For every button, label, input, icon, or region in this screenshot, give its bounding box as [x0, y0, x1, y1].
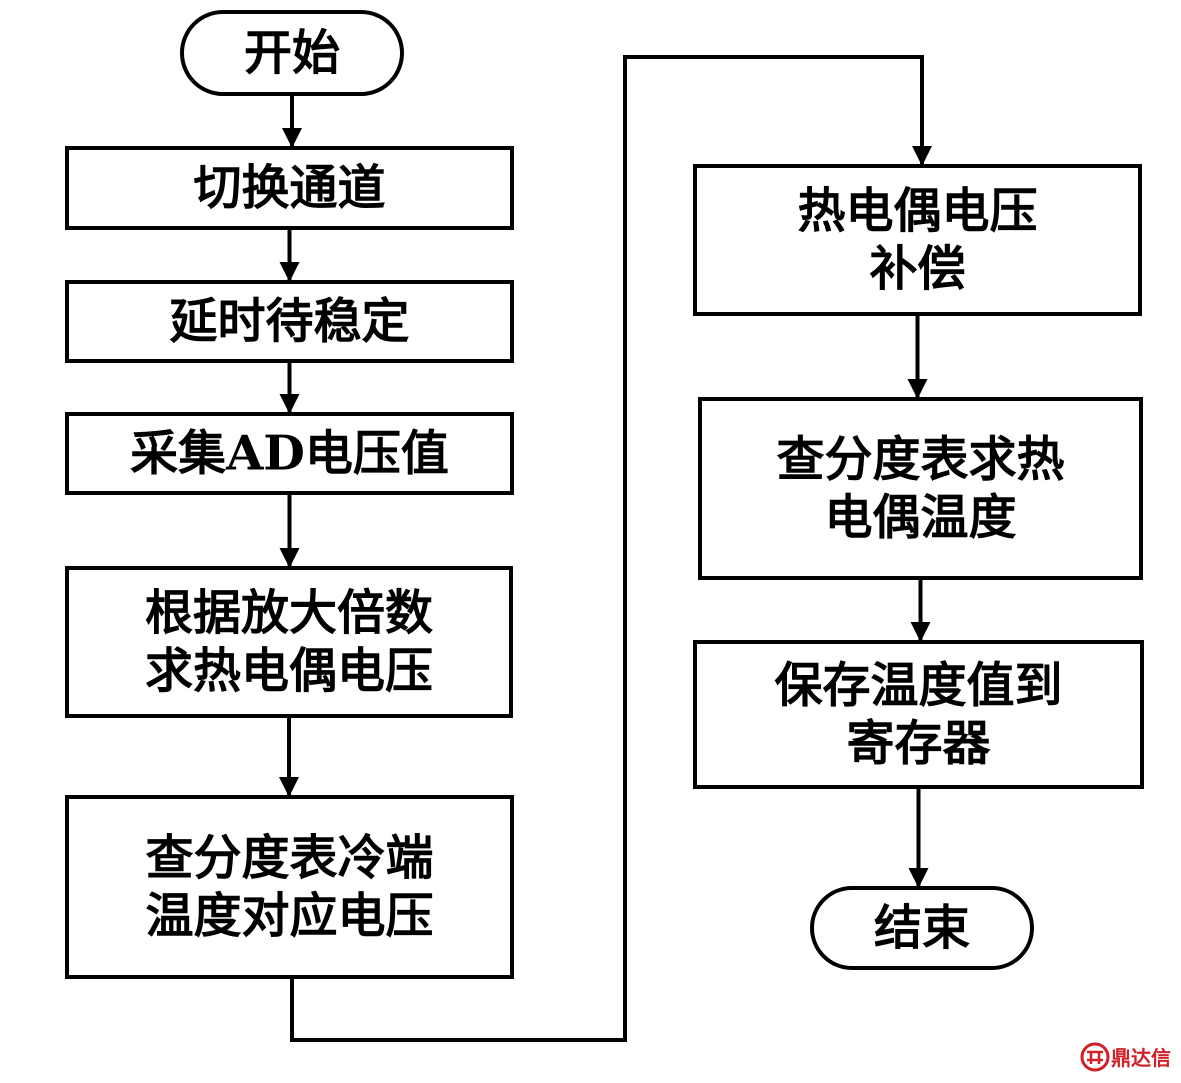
- delay-stable-process-box: [65, 280, 514, 363]
- flow-arrow-cold-junction-to-tc-compensate: [290, 55, 932, 1042]
- node-delay-stable: 延时待稳定: [65, 280, 514, 363]
- watermark-logo: 鼎达信: [1080, 1042, 1171, 1072]
- watermark-logo-glyph: [1087, 1050, 1103, 1064]
- node-end: 结束: [810, 886, 1034, 970]
- calc-tc-voltage-label-line-2: 求热电偶电压: [145, 643, 433, 699]
- save-register-process-box: [693, 640, 1144, 789]
- start-terminal-shape: [180, 10, 404, 96]
- edges-layer: [279, 55, 932, 1042]
- node-sample-ad: 采集AD电压值: [65, 412, 514, 495]
- tc-temperature-label-line-2: 电偶温度: [824, 490, 1016, 546]
- save-register-label-line-2: 寄存器: [846, 716, 991, 772]
- end-terminal-shape: [810, 886, 1034, 970]
- watermark-logo-icon: [1080, 1042, 1110, 1072]
- nodes-layer: 开始切换通道延时待稳定采集AD电压值根据放大倍数求热电偶电压查分度表冷端温度对应…: [65, 10, 1144, 979]
- sample-ad-label-line-1: 采集AD电压值: [130, 426, 449, 482]
- cold-junction-process-box: [65, 795, 514, 979]
- tc-compensate-label-line-1: 热电偶电压: [797, 183, 1037, 239]
- save-register-label-line-1: 保存温度值到: [774, 658, 1062, 714]
- switch-channel-label-line-1: 切换通道: [193, 160, 385, 216]
- tc-temperature-label-line-1: 查分度表求热: [776, 432, 1064, 488]
- cold-junction-label-line-2: 温度对应电压: [145, 888, 433, 944]
- calc-tc-voltage-label-line-1: 根据放大倍数: [145, 585, 433, 641]
- end-label-line-1: 结束: [874, 900, 970, 956]
- tc-compensate-label-line-2: 补偿: [869, 241, 965, 297]
- switch-channel-process-box: [65, 146, 514, 230]
- sample-ad-process-box: [65, 412, 514, 495]
- start-label-line-1: 开始: [244, 25, 340, 81]
- watermark-text: 鼎达信: [1111, 1046, 1171, 1070]
- tc-compensate-process-box: [693, 164, 1142, 316]
- cold-junction-label-line-1: 查分度表冷端: [145, 830, 433, 886]
- calc-tc-voltage-process-box: [65, 566, 513, 718]
- tc-temperature-process-box: [698, 397, 1143, 580]
- delay-stable-label-line-1: 延时待稳定: [169, 294, 409, 350]
- node-switch-channel: 切换通道: [65, 146, 514, 230]
- node-start: 开始: [180, 10, 404, 96]
